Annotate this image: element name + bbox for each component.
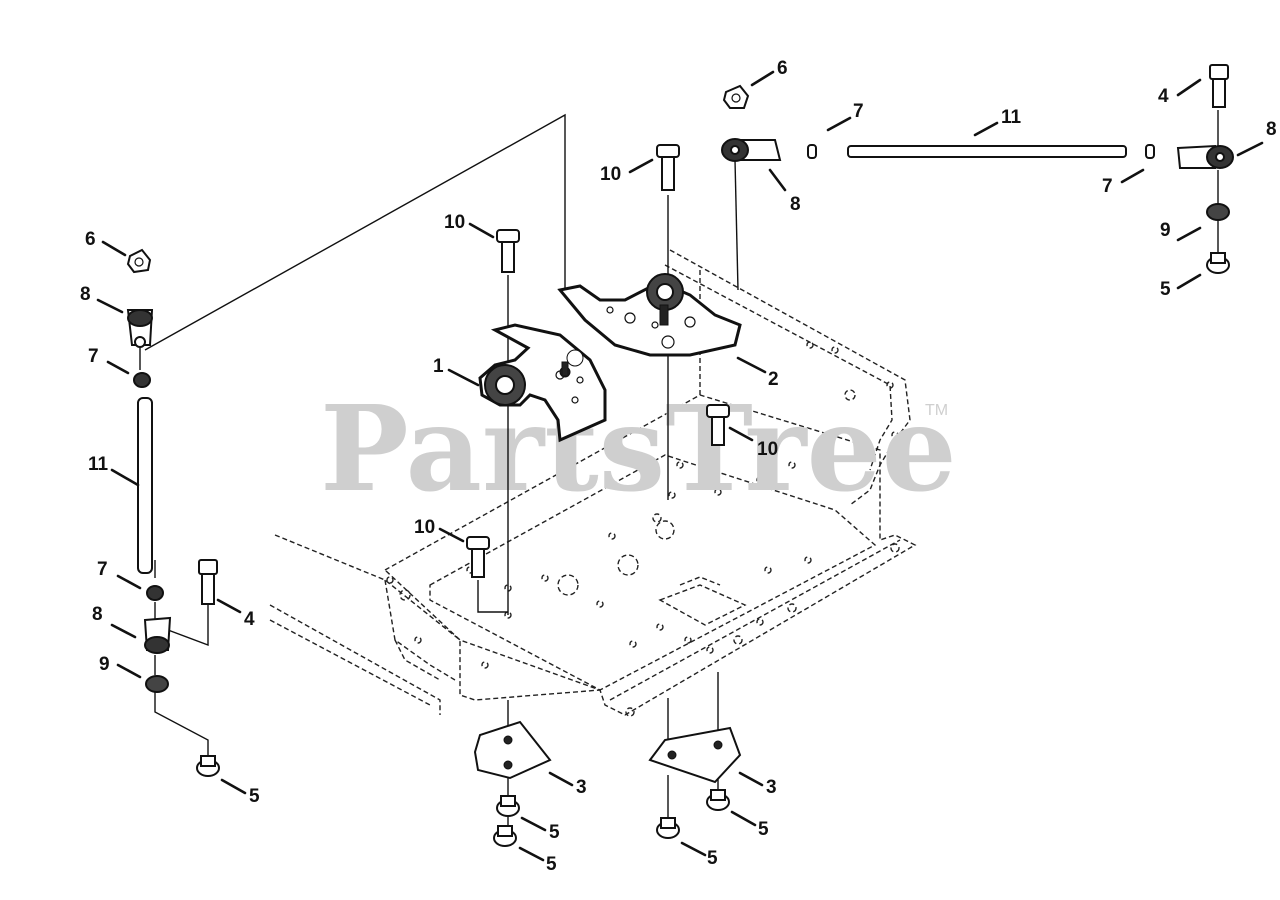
chassis-frame	[269, 249, 917, 717]
flange-nut-right	[1206, 252, 1230, 274]
bracket-right-hole-2	[713, 740, 723, 750]
callout-8-top-right: 8	[1266, 119, 1277, 140]
bolt-left	[198, 559, 218, 605]
callout-3-right: 3	[766, 777, 777, 798]
bushing-top-center	[807, 144, 817, 159]
sector-gear-left	[478, 323, 607, 443]
bushing-left-lower	[146, 585, 164, 601]
callout-5-bottom-4: 5	[758, 819, 769, 840]
callout-10-right: 10	[757, 439, 778, 460]
ball-joint-top-center	[721, 138, 782, 162]
callout-6-top: 6	[777, 58, 788, 79]
callout-7-top-center: 7	[853, 101, 864, 122]
flange-nut-bottom-2	[493, 825, 517, 847]
callout-5-bottom-2: 5	[546, 854, 557, 875]
callout-2: 2	[768, 369, 779, 390]
callout-6-left: 6	[85, 229, 96, 250]
callout-8-left-upper: 8	[80, 284, 91, 305]
pin-top	[656, 144, 680, 191]
callout-9-left: 9	[99, 654, 110, 675]
watermark-brand: PartsTree	[320, 379, 957, 518]
callout-10-left-upper: 10	[444, 212, 465, 233]
nut-top-center	[722, 84, 750, 109]
callout-11-left: 11	[88, 454, 109, 475]
flange-nut-bottom-4	[706, 789, 730, 811]
callout-10-left-lower: 10	[414, 517, 435, 538]
callout-7-top-right: 7	[1102, 176, 1113, 197]
callout-1: 1	[433, 356, 444, 377]
callout-4-left: 4	[244, 609, 255, 630]
bushing-left-upper	[133, 372, 151, 388]
callout-5-left: 5	[249, 786, 260, 807]
washer-left	[145, 675, 169, 693]
rod-vertical	[137, 397, 153, 574]
ball-joint-top-right	[1176, 144, 1234, 169]
callout-10-top: 10	[600, 164, 621, 185]
callout-7-left-upper: 7	[88, 346, 99, 367]
callout-4-right: 4	[1158, 86, 1169, 107]
bracket-plate-left	[473, 720, 552, 780]
flange-nut-bottom-3	[656, 817, 680, 839]
washer-right	[1206, 203, 1230, 221]
nut-left-top	[126, 248, 152, 274]
bracket-plate-right	[648, 726, 742, 784]
callout-8-top-center: 8	[790, 194, 801, 215]
pin-right-middle	[706, 404, 730, 446]
pin-left-lower	[466, 536, 490, 578]
callout-5-bottom-1: 5	[549, 822, 560, 843]
callout-8-left-lower: 8	[92, 604, 103, 625]
bracket-right-hole-1	[667, 750, 677, 760]
ball-joint-left-lower	[143, 616, 172, 654]
callout-5-bottom-3: 5	[707, 848, 718, 869]
bushing-top-right	[1145, 144, 1155, 159]
callout-7-left-lower: 7	[97, 559, 108, 580]
pin-left-upper	[496, 229, 520, 273]
bolt-right	[1209, 64, 1229, 108]
callout-5-right: 5	[1160, 279, 1171, 300]
callout-11-top: 11	[1001, 107, 1022, 128]
watermark-trademark: TM	[925, 402, 948, 419]
rod-horizontal	[847, 145, 1127, 158]
flange-nut-left	[196, 755, 220, 777]
leader-lines	[96, 70, 1264, 862]
callout-9-right: 9	[1160, 220, 1171, 241]
callout-3-left: 3	[576, 777, 587, 798]
bracket-left-hole-1	[503, 735, 513, 745]
bracket-left-hole-2	[503, 760, 513, 770]
ball-joint-left-upper	[126, 309, 154, 348]
sector-gear-right	[557, 273, 742, 357]
flange-nut-bottom-1	[496, 795, 520, 817]
